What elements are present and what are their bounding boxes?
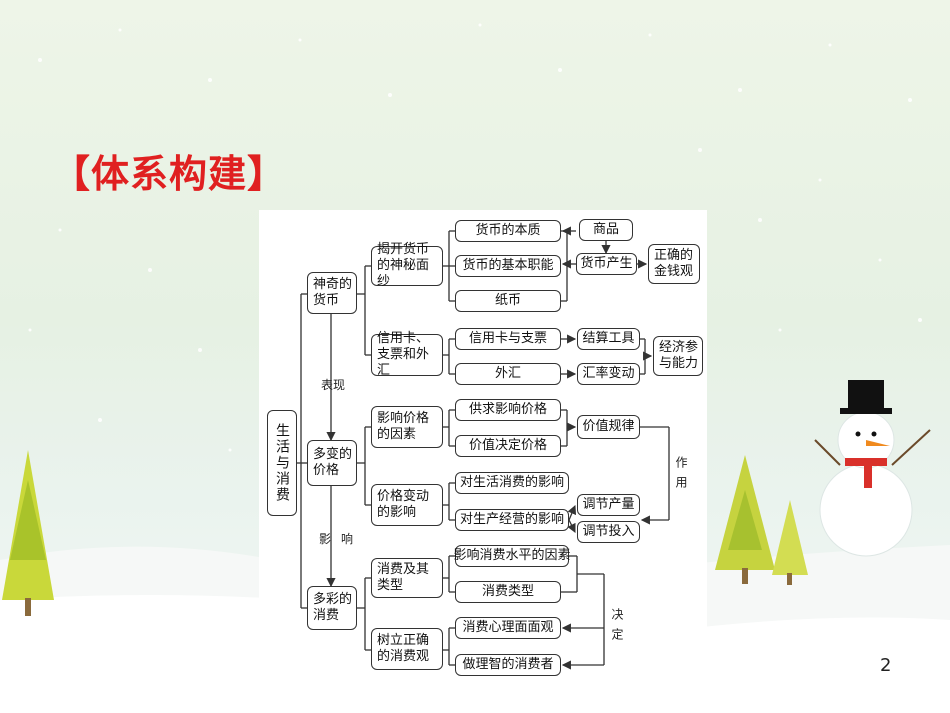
node-paper-money: 纸币: [455, 290, 561, 312]
node-adjust-output: 调节产量: [577, 494, 640, 516]
node-law-of-value: 价值规律: [577, 415, 640, 439]
node-money: 神奇的货币: [307, 272, 357, 314]
edge-label-manifest: 表现: [321, 378, 346, 392]
node-consumption: 多彩的消费: [307, 586, 357, 630]
node-settlement-tool: 结算工具: [577, 328, 640, 350]
node-credit-cheque-forex: 信用卡、支票和外汇: [371, 331, 443, 378]
root-node: 生活与消费: [267, 410, 297, 516]
node-money-functions: 货币的基本职能: [455, 255, 561, 277]
node-right-consumption-view: 树立正确的消费观: [371, 628, 443, 670]
node-consumer-psychology: 消费心理面面观: [455, 617, 561, 639]
node-exchange-rate-change: 汇率变动: [577, 363, 640, 385]
page-number: 2: [880, 655, 892, 676]
node-money-origin: 货币产生: [576, 253, 637, 275]
concept-map: 生活与消费 神奇的货币 多变的价格 多彩的消费 揭开货币的神秘面纱 信用卡、支票…: [259, 210, 707, 684]
node-consumption-types: 消费及其类型: [371, 558, 443, 598]
node-money-essence: 货币的本质: [455, 220, 561, 242]
node-money-mystery: 揭开货币的神秘面纱: [371, 242, 443, 289]
node-consumption-types-leaf: 消费类型: [455, 581, 561, 603]
edge-label-determine: 决定: [610, 608, 624, 648]
snowman-illustration: [814, 380, 931, 557]
node-rational-consumer: 做理智的消费者: [455, 654, 561, 676]
node-commodity: 商品: [579, 219, 633, 241]
node-forex: 外汇: [455, 363, 561, 385]
node-effect-on-life: 对生活消费的影响: [455, 472, 569, 494]
node-effect-on-production: 对生产经营的影响: [455, 509, 569, 531]
connector-lines: [297, 226, 670, 670]
node-consumption-level-factors: 影响消费水平的因素: [454, 545, 571, 567]
node-supply-demand: 供求影响价格: [455, 399, 561, 421]
node-price: 多变的价格: [307, 440, 357, 486]
page-title: 【体系构建】: [52, 152, 287, 196]
node-price-factors: 影响价格的因素: [371, 406, 443, 448]
node-price-change-effects: 价格变动的影响: [371, 484, 443, 526]
edge-label-effect: 作用: [674, 456, 688, 496]
edge-label-influence: 影响: [319, 532, 364, 546]
node-adjust-input: 调节投入: [577, 521, 640, 543]
node-economic-participation: 经济参与能力: [653, 336, 703, 376]
node-value-decides-price: 价值决定价格: [455, 435, 561, 457]
node-correct-money-view: 正确的金钱观: [648, 244, 700, 284]
node-credit-card-cheque: 信用卡与支票: [455, 328, 561, 350]
